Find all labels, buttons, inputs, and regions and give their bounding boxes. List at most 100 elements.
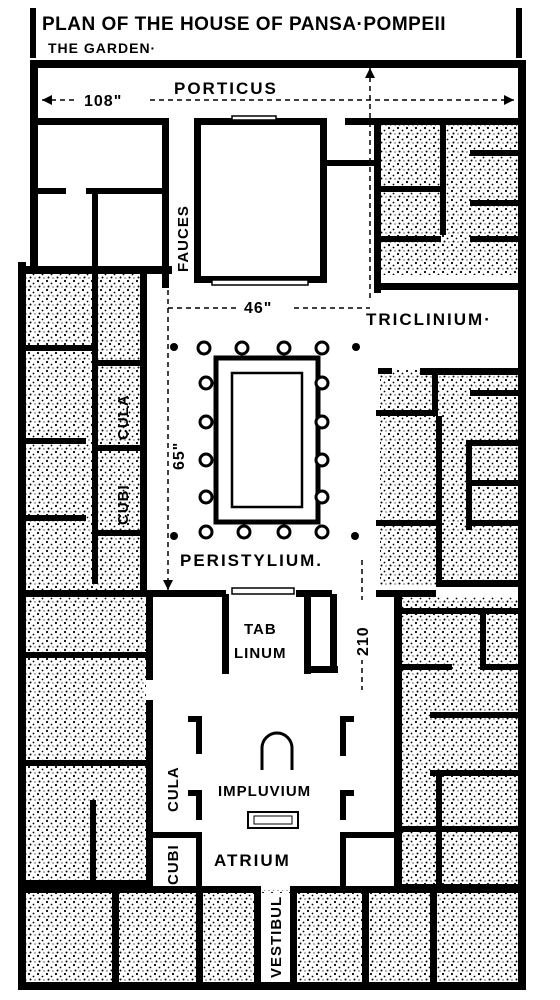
- vestibul-passage: [261, 893, 290, 982]
- porticus-wall-left: [38, 118, 168, 125]
- rwl-wall-left: [394, 594, 402, 890]
- column: [234, 340, 250, 356]
- ur-wall-h5: [470, 236, 518, 242]
- title-left-wall: [30, 8, 36, 58]
- shop-wall-2: [196, 893, 203, 982]
- rw-wall-h6: [470, 520, 518, 526]
- ul-room-divider-a: [38, 188, 66, 194]
- outer-wall-left-upper: [30, 60, 38, 270]
- rw-wall-v1: [432, 370, 438, 416]
- tablinum-sill: [231, 587, 295, 595]
- peristyle-marker-right: [352, 343, 360, 351]
- dim-atrium-length: 210: [355, 626, 372, 656]
- ur-wall-link: [326, 160, 376, 166]
- peristyle-marker-left-low: [170, 532, 178, 540]
- dim-peristyle-width: 46": [244, 300, 272, 317]
- column: [314, 340, 330, 356]
- rwl-wall-h4: [430, 712, 518, 718]
- central-room-window: [231, 115, 277, 121]
- lw-wall-h5: [26, 652, 146, 658]
- cubicula-upper-label-a: CUBI: [115, 484, 132, 525]
- central-room-sill: [211, 279, 309, 286]
- atrium-stub-r3v: [340, 838, 346, 890]
- rw-wall-h4: [470, 480, 518, 486]
- cubicula-lower-label-a: CUBI: [165, 844, 182, 885]
- dimension-arrows: [42, 68, 514, 590]
- atrium-stub-r3: [340, 832, 402, 838]
- tablinum-wall-right: [304, 594, 311, 674]
- rwl-wall-v1: [480, 614, 486, 664]
- atrium-stub-r1: [340, 716, 354, 722]
- rw-wall-h3: [470, 440, 518, 446]
- outer-wall-left-lower: [18, 262, 26, 990]
- passage-wall: [330, 594, 337, 672]
- ur-wall-h3: [470, 200, 518, 206]
- atrium-stub-l1: [188, 716, 202, 722]
- cub-upper-bottom: [98, 530, 146, 536]
- atrium-stub-r1v: [340, 716, 346, 756]
- rwl-wall-h6: [402, 826, 518, 832]
- lw-wall-h7: [26, 880, 146, 886]
- rwl-wall-h2: [402, 664, 452, 670]
- right-wing-upper-rooms: [380, 370, 518, 585]
- label-impluvium: IMPLUVIUM: [218, 783, 311, 800]
- plan-subtitle: THE GARDEN·: [48, 40, 156, 56]
- atrium-stub-r2v: [340, 790, 346, 820]
- peristyle-marker-right-low: [351, 532, 359, 540]
- ul-room-bottom-wall: [26, 266, 172, 274]
- atrium-stub-l2v: [196, 790, 202, 820]
- dim-peristyle-width-bg: [240, 296, 290, 318]
- peristyle-bottom-right: [376, 590, 436, 597]
- dim-porticus-bg: [78, 88, 148, 110]
- lw-wall-h4: [26, 590, 176, 597]
- peristyle-marker-left: [170, 343, 178, 351]
- plan-title: PLAN OF THE HOUSE OF PANSA·POMPEII: [42, 14, 446, 35]
- label-fauces: FAUCES: [175, 205, 192, 272]
- lw-wall-v2: [92, 354, 98, 584]
- cubicula-upper-label-b: CULA: [115, 394, 132, 440]
- rwl-wall-h1: [402, 608, 518, 614]
- ur-wall-bottom: [374, 283, 518, 290]
- column: [314, 452, 330, 468]
- column: [198, 489, 214, 505]
- column: [236, 524, 252, 540]
- atrium-stub-l3: [146, 832, 202, 838]
- column: [198, 524, 214, 540]
- fauces-wall-left: [162, 118, 169, 288]
- column: [276, 524, 292, 540]
- atrium-stub-l2: [188, 790, 202, 796]
- vestibul-wall-right: [290, 886, 297, 982]
- vestibul-label: VESTIBUL: [268, 896, 285, 978]
- arrow: [504, 95, 514, 105]
- label-atrium: ATRIUM: [214, 851, 291, 870]
- column: [276, 340, 292, 356]
- porticus-wall-right: [345, 118, 518, 125]
- ur-wall-h4: [381, 236, 441, 242]
- peristyle-columns: [196, 340, 330, 540]
- vestibul-wall-left: [254, 886, 261, 982]
- column: [198, 452, 214, 468]
- left-wing-rooms: [26, 274, 146, 982]
- ur-wall-left: [374, 118, 381, 293]
- impluvium-basin: [247, 811, 299, 829]
- label-peristylium: PERISTYLIUM.: [180, 551, 323, 570]
- tablinum-wall-foot: [304, 666, 338, 673]
- column: [198, 414, 214, 430]
- atrium-stub-l1v: [196, 716, 202, 754]
- rw-wall-h5: [376, 520, 436, 526]
- lw-wall-h2: [26, 438, 86, 444]
- arrow: [42, 95, 52, 105]
- atrium-stub-r2: [340, 790, 354, 796]
- shop-wall-4: [430, 893, 437, 982]
- rw-wall-h1: [376, 410, 436, 416]
- rw-wall-h2: [470, 390, 518, 396]
- peristyle-pool-inner: [230, 371, 304, 509]
- column: [314, 375, 330, 391]
- rwl-wall-h5: [430, 770, 518, 776]
- ul-room-divider-b: [86, 188, 162, 194]
- impluvium-basin-inner: [253, 815, 293, 825]
- lw-wall-h6: [26, 760, 146, 766]
- cub-upper-top: [98, 360, 146, 366]
- lw-wall-v1: [92, 274, 98, 354]
- lw-wall-inner-upper: [140, 274, 147, 594]
